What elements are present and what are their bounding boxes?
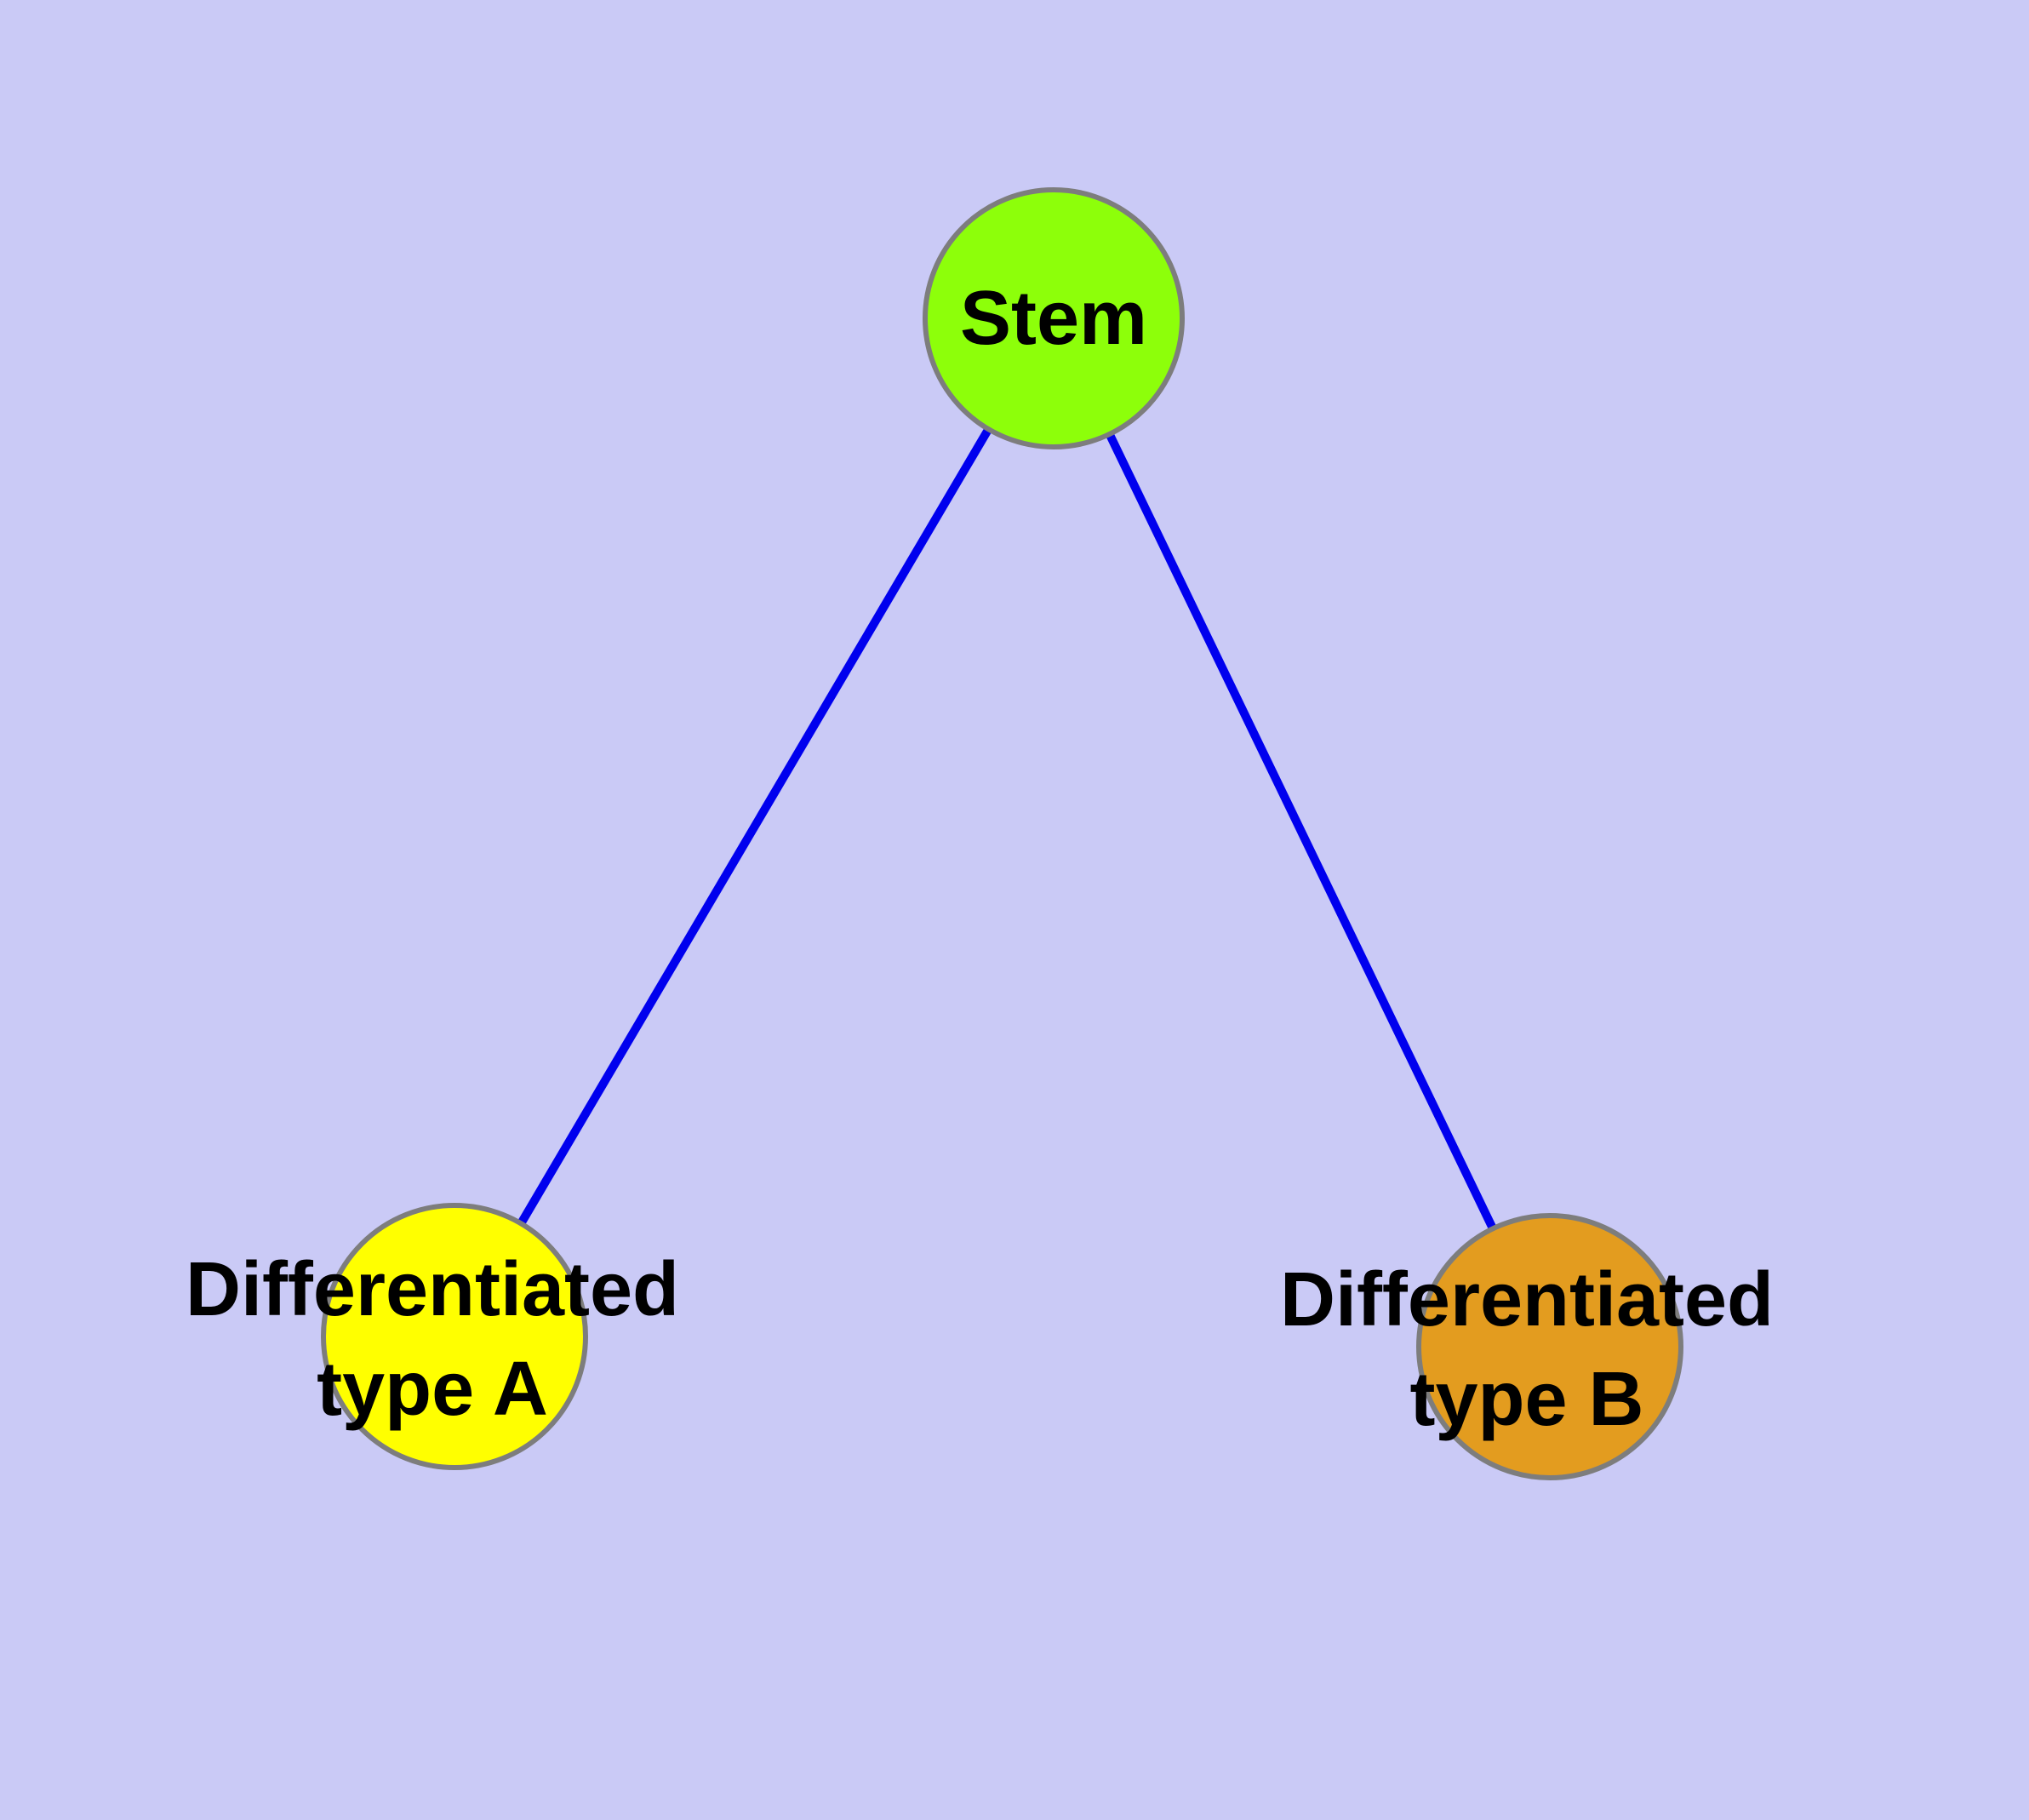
node-differentiated-type-a-label-line1: Differentiated xyxy=(186,1247,679,1332)
node-differentiated-type-a-label-line2: type A xyxy=(317,1347,548,1432)
edge-stem-to-type-a xyxy=(450,316,1058,1339)
node-stem-circle xyxy=(923,187,1185,449)
edges xyxy=(450,316,1554,1349)
node-differentiated-type-b: Differentiated type B xyxy=(1280,1213,1774,1480)
node-differentiated-type-a: Differentiated type A xyxy=(186,1203,679,1470)
node-differentiated-type-b-circle xyxy=(1416,1213,1683,1480)
node-differentiated-type-b-label-line1: Differentiated xyxy=(1280,1257,1774,1342)
edge-stem-to-type-b xyxy=(1049,316,1554,1349)
node-differentiated-type-a-circle xyxy=(321,1203,588,1470)
node-differentiated-type-b-label-line2: type B xyxy=(1409,1357,1643,1442)
node-stem-label: Stem xyxy=(960,276,1147,361)
node-stem: Stem xyxy=(923,187,1185,449)
